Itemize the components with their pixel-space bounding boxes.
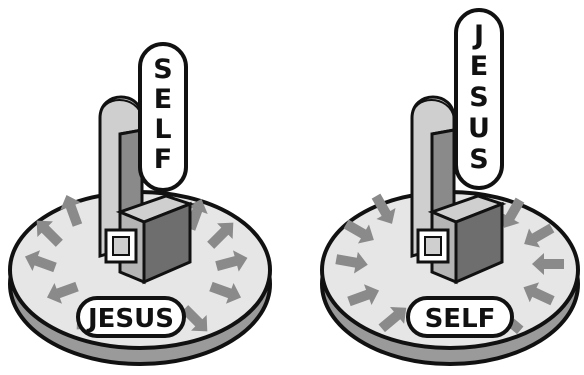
right-panel: J E S U S SELF <box>322 10 578 364</box>
pillar-letter: U <box>468 113 490 144</box>
base-label-text: JESUS <box>86 304 174 334</box>
pillar-letter: J <box>472 20 484 51</box>
pillar-letter: S <box>469 144 488 175</box>
left-panel: S E L F JESUS <box>10 44 270 364</box>
pillar-letter: S <box>153 54 172 85</box>
pillar-letter: E <box>470 51 488 82</box>
right-base-label: SELF <box>408 298 512 336</box>
pillar-letter: L <box>154 114 171 145</box>
base-label-text: SELF <box>425 304 496 334</box>
left-base-label: JESUS <box>78 298 184 336</box>
left-pillar: S E L F <box>140 44 186 190</box>
pillar-letter: S <box>469 82 488 113</box>
right-pillar: J E S U S <box>456 10 502 188</box>
pillar-letter: E <box>154 84 172 115</box>
pillar-letter: F <box>154 144 172 175</box>
